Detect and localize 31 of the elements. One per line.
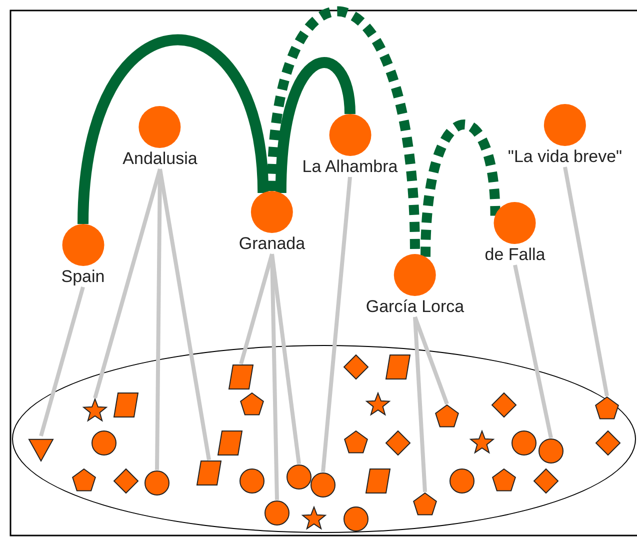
pentagon-shape [594,396,620,422]
connector-line [321,176,352,472]
arc-connector [78,34,269,224]
box-shape [228,364,254,390]
node-label: "La vida breve" [508,147,622,167]
circle-shape [264,500,290,526]
pentagon-shape [412,492,438,518]
arc-connector [420,120,500,257]
circle-shape [538,438,564,464]
pentagon-shape [434,404,460,430]
node-label: Spain [61,267,105,287]
triangle-shape [28,436,54,462]
connector-line [239,253,274,365]
box-shape [196,460,222,486]
node-label: Andalusia [122,149,198,169]
connector-line [513,264,553,438]
connector-line [158,168,211,460]
circle-shape [286,464,312,490]
arc-connector [275,57,356,194]
connector-line [413,316,449,405]
circle-shape [310,472,336,498]
connector-line [563,166,609,396]
node-label: García Lorca [366,297,464,317]
connector-line [270,254,301,464]
node-label: de Falla [484,245,546,265]
connector-line [93,168,162,399]
node-label: Granada [238,234,306,254]
connector-line [413,316,427,492]
circle-shape [144,470,170,496]
star-shape [82,398,108,424]
node-label: La Alhambra [302,157,398,177]
